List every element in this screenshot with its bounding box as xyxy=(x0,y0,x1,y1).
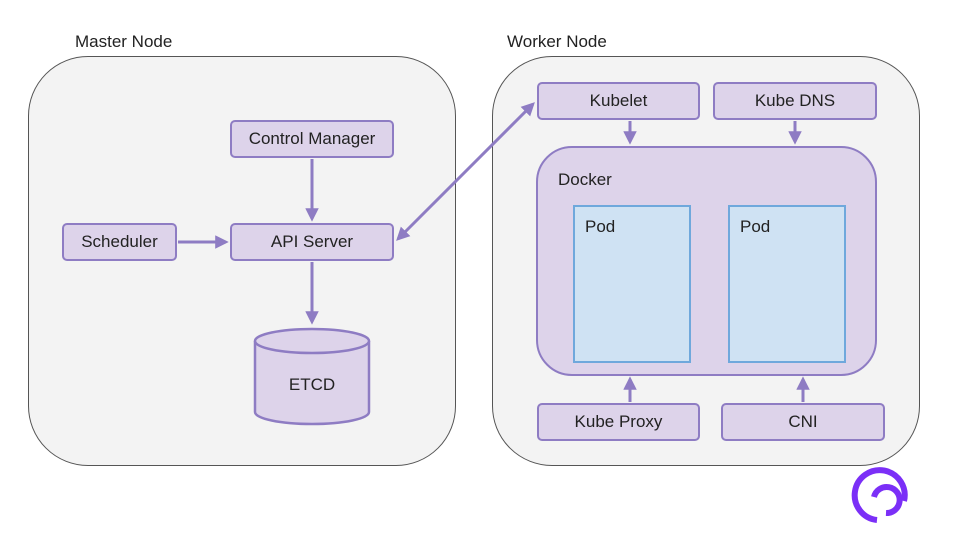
pod-left: Pod xyxy=(573,205,691,363)
worker-node-title: Worker Node xyxy=(507,32,607,51)
docker-container: Docker Pod Pod xyxy=(536,146,877,376)
kube-dns-node: Kube DNS xyxy=(713,82,877,120)
pod-left-label: Pod xyxy=(585,217,616,236)
pod-right-label: Pod xyxy=(740,217,771,236)
cni-node: CNI xyxy=(721,403,885,441)
kube-proxy-node: Kube Proxy xyxy=(537,403,700,441)
docker-label: Docker xyxy=(558,170,612,189)
pod-right: Pod xyxy=(728,205,846,363)
master-node-title: Master Node xyxy=(75,32,173,51)
etcd-cylinder xyxy=(253,327,371,426)
brand-logo-icon xyxy=(851,467,908,523)
control-manager-node: Control Manager xyxy=(230,120,394,158)
etcd-label: ETCD xyxy=(288,375,336,394)
kubelet-node: Kubelet xyxy=(537,82,700,120)
api-server-node: API Server xyxy=(230,223,394,261)
arrow-api-server-kubelet-bidirectional xyxy=(396,102,535,241)
scheduler-node: Scheduler xyxy=(62,223,177,261)
